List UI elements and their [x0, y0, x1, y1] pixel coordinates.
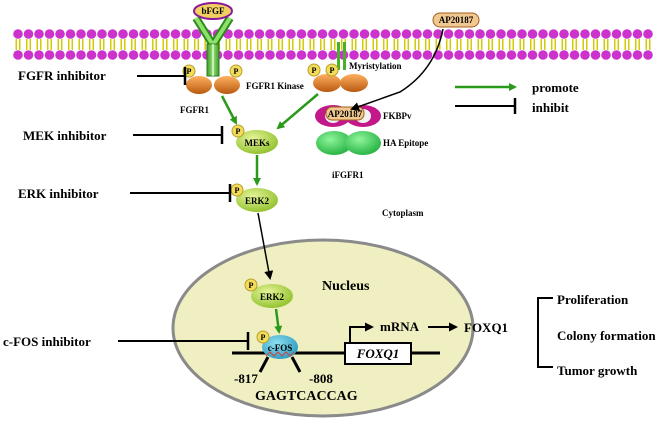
svg-text:ERK2: ERK2: [260, 292, 285, 302]
ifgfr1-phospho-right: P: [325, 63, 339, 77]
arrow-fgfr1-to-mek: [220, 95, 238, 125]
binding-site-dashes: [265, 351, 295, 357]
legend-inhibit-label: inhibit: [532, 100, 570, 115]
fgfr1-kinase-label: FGFR1 Kinase: [246, 81, 304, 91]
svg-text:P: P: [261, 333, 266, 342]
erk2-nucleus: ERK2: [251, 284, 293, 308]
bfgf-ligand: bFGF: [193, 2, 233, 20]
arrow-erk2-translocation: [257, 212, 274, 280]
output-proliferation: Proliferation: [557, 292, 629, 307]
svg-text:AP20187: AP20187: [328, 109, 363, 119]
mrna-label: mRNA: [380, 319, 420, 334]
fgfr1-receptor: [186, 15, 240, 94]
fgfr1-phospho-right: P: [229, 64, 243, 78]
svg-text:P: P: [312, 66, 317, 75]
output-tumor-growth: Tumor growth: [557, 363, 638, 378]
mek-inhibitor-label: MEK inhibitor: [23, 128, 107, 143]
fgfr1-label: FGFR1: [180, 105, 209, 115]
arrow-erk2-to-cfos: [274, 308, 283, 334]
erk-inhibitor-label: ERK inhibitor: [18, 186, 99, 201]
mek-node: MEKs: [236, 130, 278, 154]
svg-text:P: P: [235, 186, 240, 195]
foxq1-output: FOXQ1: [464, 320, 508, 335]
ifgfr1-phospho-left: P: [307, 63, 321, 77]
svg-text:P: P: [330, 66, 335, 75]
cfos-leg-left: [258, 356, 270, 373]
cfos-phospho: P: [256, 330, 270, 344]
legend-promote-label: promote: [532, 80, 579, 95]
ap20187-bound: AP20187: [325, 106, 365, 121]
cytoplasm-label: Cytoplasm: [382, 208, 424, 218]
output-colony-formation: Colony formation: [557, 328, 656, 343]
svg-text:MEKs: MEKs: [244, 138, 269, 148]
transcription-arrow: [349, 322, 374, 343]
svg-text:AP20187: AP20187: [439, 15, 474, 25]
outputs-bracket: [537, 297, 553, 368]
mek-phospho: P: [231, 124, 245, 138]
ap20187-arrow: [350, 28, 444, 111]
svg-text:P: P: [187, 67, 192, 76]
cell-membrane: [13, 29, 653, 60]
fgfr-inhibitor-label: FGFR inhibitor: [18, 68, 106, 83]
svg-text:P: P: [249, 281, 254, 290]
erk2-cytoplasm-phospho: P: [230, 183, 244, 197]
cfos-leg-right: [290, 356, 302, 373]
erk2-cytoplasm: ERK2: [236, 188, 278, 212]
svg-text:c-FOS: c-FOS: [268, 343, 293, 353]
myristylation-label: Myristylation: [349, 61, 402, 71]
svg-text:P: P: [234, 67, 239, 76]
position-right: -808: [309, 371, 333, 386]
fkbpv-label: FKBPv: [383, 111, 412, 121]
cfos-inhibitor-label: c-FOS inhibitor: [3, 334, 91, 349]
foxq1-gene-box: [344, 342, 412, 365]
svg-text:ERK2: ERK2: [245, 196, 270, 206]
ap20187-ligand: AP20187: [432, 12, 480, 28]
nucleus-label: Nucleus: [322, 279, 370, 294]
svg-text:P: P: [236, 127, 241, 136]
position-left: -817: [234, 371, 258, 386]
arrow-ifgfr1-to-mek: [276, 93, 319, 130]
svg-text:bFGF: bFGF: [201, 6, 225, 16]
ha-epitope-label: HA Epitope: [383, 138, 428, 148]
binding-sequence: GAGTCACCAG: [255, 389, 358, 404]
erk2-nucleus-phospho: P: [244, 278, 258, 292]
ifgfr1-label: iFGFR1: [332, 170, 364, 180]
foxq1-gene-label: FOXQ1: [356, 346, 400, 361]
